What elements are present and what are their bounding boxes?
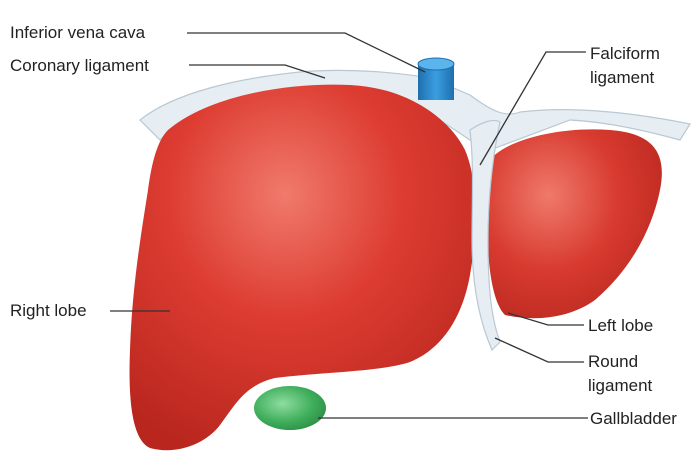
label-falciform-line1: Falciform xyxy=(590,44,660,63)
label-coronary-ligament: Coronary ligament xyxy=(10,56,149,75)
inferior-vena-cava xyxy=(418,58,454,100)
label-round-line2: ligament xyxy=(588,376,652,395)
leader-round-ligament xyxy=(495,338,584,362)
gallbladder-shape xyxy=(254,386,326,430)
label-left-lobe: Left lobe xyxy=(588,316,653,335)
label-round-line1: Round xyxy=(588,352,638,371)
label-right-lobe: Right lobe xyxy=(10,301,87,320)
label-gallbladder: Gallbladder xyxy=(590,409,677,428)
leader-inferior-vena-cava xyxy=(187,33,425,72)
left-lobe-shape xyxy=(488,129,662,318)
label-falciform-line2: ligament xyxy=(590,68,654,87)
label-inferior-vena-cava: Inferior vena cava xyxy=(10,23,145,42)
